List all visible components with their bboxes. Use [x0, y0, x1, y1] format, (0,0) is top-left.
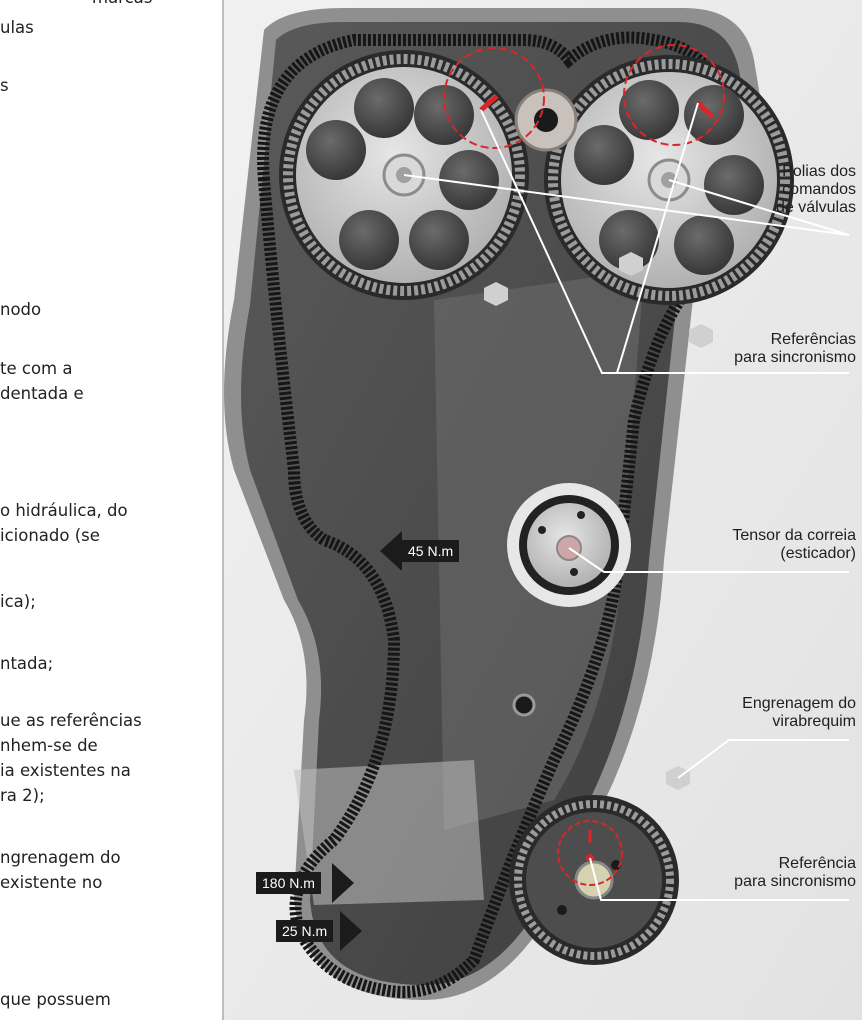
text-line: s [0, 76, 9, 95]
text-line: ra 2); [0, 786, 45, 805]
text-line: ia existentes na [0, 761, 131, 780]
diagram-svg [224, 0, 862, 1020]
label-tensioner: Tensor da correia (esticador) [732, 527, 856, 563]
timing-mark-right [696, 101, 715, 119]
text-line: dentada e [0, 384, 84, 403]
timing-mark-circle-left [443, 47, 545, 149]
leader-line-crank-gear [677, 739, 849, 779]
text-line: te com a [0, 359, 73, 378]
bolt-hole [512, 693, 536, 717]
leader-lines [403, 102, 850, 901]
hex-bolt [689, 324, 713, 348]
belt-tensioner [507, 483, 631, 607]
text-line: ulas [0, 18, 34, 37]
torque-crank-lower: 25 N.m [276, 920, 334, 942]
leader-line-cam-left [403, 174, 850, 236]
text-line: icionado (se [0, 526, 100, 545]
label-tensioner-text: Tensor da correia (esticador) [732, 527, 856, 562]
label-crank-gear: Engrenagem do virabrequim [742, 695, 856, 731]
label-sync-refs-text: Referências para sincronismo [734, 331, 856, 366]
label-crank-ref-text: Referência para sincronismo [734, 855, 856, 890]
leader-line-ref-right [616, 102, 699, 374]
label-cam-pulleys-text: Polias dos comandos de válvulas [775, 163, 856, 216]
instructions-text-column: marcas ulas s nodo te com a dentada e o … [0, 0, 222, 1020]
central-idler [514, 88, 578, 152]
text-line: ntada; [0, 654, 54, 673]
label-cam-pulleys: Polias dos comandos de válvulas [776, 163, 856, 217]
text-line: nhem-se de [0, 736, 98, 755]
text-line: que possuem [0, 990, 111, 1009]
leader-line-crank-ref [589, 857, 849, 901]
hex-bolt [484, 282, 508, 306]
label-crank-gear-text: Engrenagem do virabrequim [742, 695, 856, 730]
column-divider [222, 0, 224, 1020]
text-line: existente no [0, 873, 103, 892]
torque-tensioner: 45 N.m [402, 540, 460, 562]
text-line: ue as referências [0, 711, 142, 730]
text-line: marcas [92, 0, 152, 8]
timing-mark-circle-right [623, 44, 725, 146]
hex-bolt [619, 252, 643, 276]
crankshaft-gear [509, 795, 679, 965]
torque-arrow-crank-bolt [332, 863, 354, 903]
text-line: ngrenagem do [0, 848, 121, 867]
label-crank-ref: Referência para sincronismo [734, 855, 856, 891]
leader-line-cam-right [668, 179, 850, 236]
label-sync-refs: Referências para sincronismo [734, 331, 856, 367]
leader-line-tensioner [568, 547, 849, 573]
lower-bracket [294, 760, 484, 905]
text-line: o hidráulica, do [0, 501, 128, 520]
torque-arrow-tensioner [380, 531, 402, 571]
text-line: ica); [0, 592, 36, 611]
text-line: nodo [0, 300, 42, 319]
leader-line-ref-left [480, 109, 849, 374]
timing-mark-circle-crank [557, 820, 623, 886]
torque-crank-bolt: 180 N.m [256, 872, 321, 894]
timing-mark-left [479, 94, 499, 112]
timing-belt-diagram: Polias dos comandos de válvulas Referênc… [224, 0, 862, 1020]
torque-arrow-crank-lower [340, 911, 362, 951]
